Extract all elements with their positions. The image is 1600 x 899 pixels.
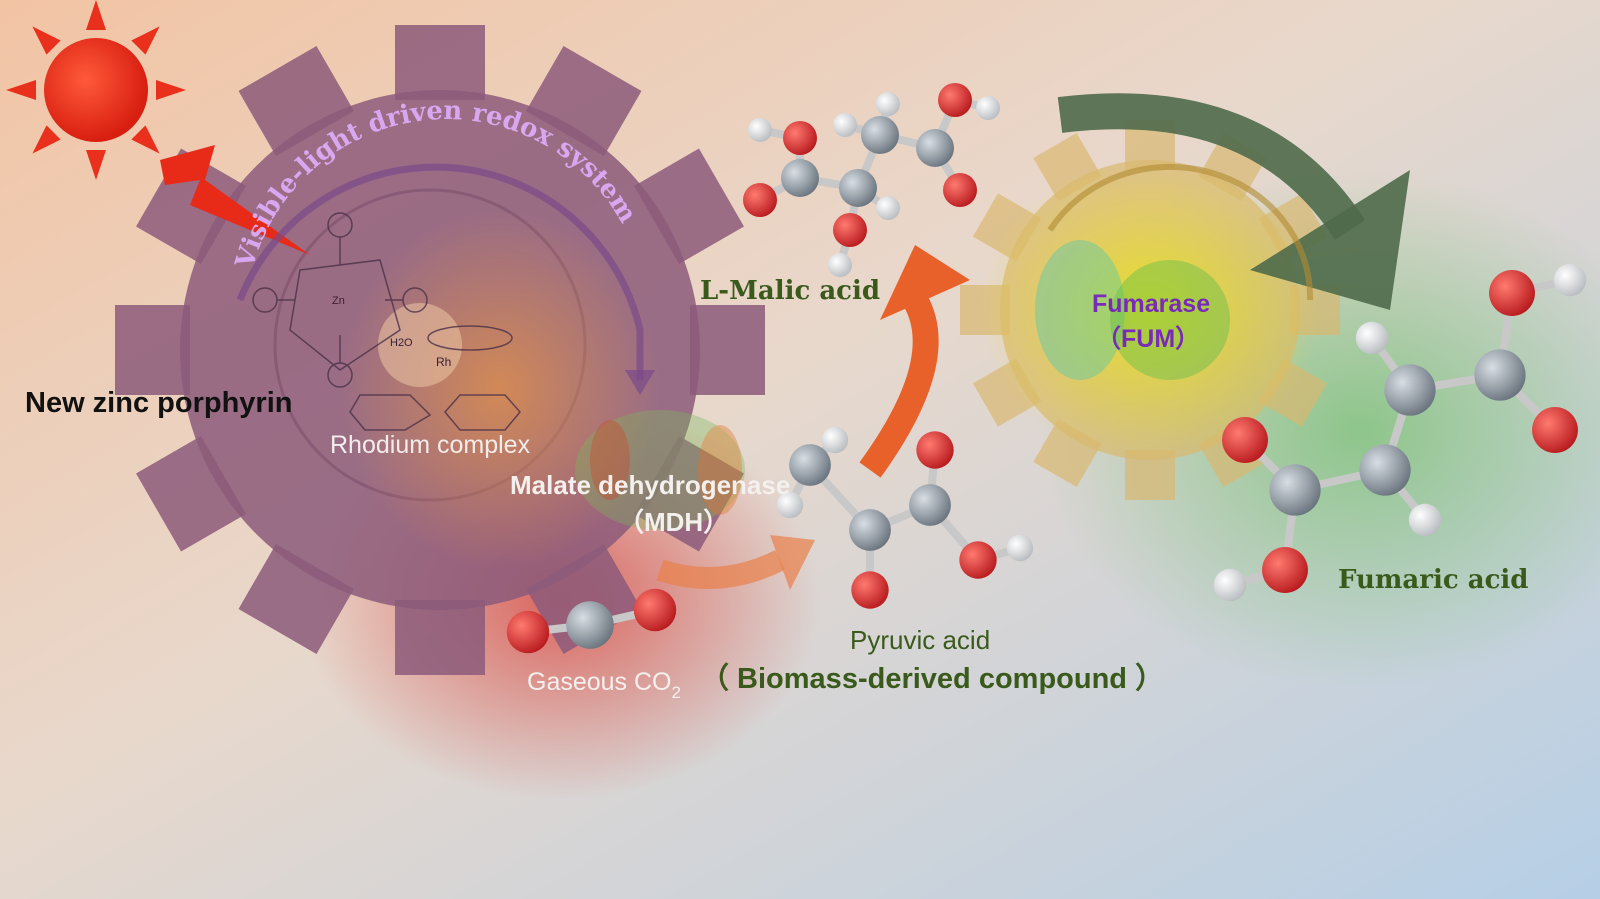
atom-o [506, 610, 550, 654]
atom-c [1474, 349, 1526, 401]
fumaric-arrow [1057, 93, 1366, 240]
fumaric-acid-molecule [1213, 263, 1587, 602]
mdh-protein-icon [575, 410, 745, 530]
atom-c [1269, 464, 1321, 516]
atom-o [851, 571, 889, 609]
gear-tooth [136, 148, 246, 264]
co2-label: Gaseous CO2 [527, 668, 681, 702]
atom-h [833, 113, 857, 137]
rh-atom-label: Rh [436, 355, 451, 369]
fumaric-arrow-head [1250, 170, 1410, 310]
gear-tooth [238, 46, 354, 156]
atom-c [1359, 444, 1411, 496]
gear-tooth [238, 544, 354, 654]
atom-c [1384, 364, 1436, 416]
fumarase-label: Fumarase [1092, 290, 1210, 318]
sun-ray [32, 125, 61, 154]
atom-h [1006, 534, 1034, 562]
atom-o [743, 183, 777, 217]
malic-acid-label: L-Malic acid [700, 276, 880, 306]
gear-tooth [395, 600, 485, 675]
atom-o [938, 83, 972, 117]
atom-c [781, 159, 819, 197]
atom-h [1408, 503, 1442, 537]
atom-o [1489, 270, 1535, 316]
sun-ray [32, 26, 61, 55]
lightning-bolt-icon [160, 145, 310, 255]
pyruvic-acid-molecule [776, 426, 1034, 609]
atom-h [876, 92, 900, 116]
atom-h [976, 96, 1000, 120]
atom-o [959, 541, 997, 579]
gear-tooth [395, 25, 485, 100]
atom-c [839, 169, 877, 207]
co2-molecule [506, 588, 677, 654]
yellow-glow [980, 160, 1320, 460]
atom-h [828, 253, 852, 277]
atom-c [849, 509, 891, 551]
gear-tooth [634, 436, 744, 552]
gear-tooth [115, 305, 190, 395]
redox-arrow-head [625, 370, 655, 395]
zn-atom-label: Zn [332, 295, 345, 307]
atom-c [916, 129, 954, 167]
rhodium-complex-label: Rhodium complex [330, 431, 531, 459]
sun-ray [86, 0, 106, 30]
sun-ray [131, 26, 160, 55]
orange-glow [340, 210, 660, 570]
atom-o [1532, 407, 1578, 453]
atom-h [748, 118, 772, 142]
co2-arrow [656, 550, 785, 589]
atom-o [1262, 547, 1308, 593]
sun-ray [6, 80, 36, 100]
fumarase-abbr-label: （FUM） [1096, 324, 1200, 353]
atom-c [789, 444, 831, 486]
atom-c [566, 601, 614, 649]
atom-c [909, 484, 951, 526]
sun-ray [86, 150, 106, 180]
atom-o [943, 173, 977, 207]
sun-ray [131, 125, 160, 154]
zinc-porphyrin-structure [252, 212, 521, 431]
atom-o [916, 431, 954, 469]
atom-h [876, 196, 900, 220]
biomass-label: （ Biomass-derived compound ） [700, 662, 1164, 695]
malic-arrow [859, 293, 939, 478]
co2-arrow-head [770, 535, 815, 590]
gear-tooth [526, 46, 642, 156]
pyruvic-acid-label: Pyruvic acid [850, 625, 990, 655]
mdh-label: Malate dehydrogenase [510, 470, 790, 500]
atom-h [776, 491, 804, 519]
h2o-label: H2O [390, 337, 413, 349]
sun-icon [6, 0, 186, 180]
fumarase-protein-icon [1035, 240, 1230, 380]
mdh-abbr-label: （MDH） [618, 507, 729, 537]
atom-h [1355, 321, 1389, 355]
atom-h [821, 426, 849, 454]
atom-o [783, 121, 817, 155]
atom-c [861, 116, 899, 154]
atom-o [1222, 417, 1268, 463]
atom-h [1553, 263, 1587, 297]
redox-arc-arrow [236, 163, 644, 380]
atom-h [1213, 568, 1247, 602]
gear-tooth [690, 305, 765, 395]
atom-o [833, 213, 867, 247]
atom-o [633, 588, 677, 632]
sun-ray [156, 80, 186, 100]
gear-tooth [136, 436, 246, 552]
zinc-porphyrin-label: New zinc porphyrin [25, 387, 292, 419]
malic-acid-molecule [743, 83, 1000, 277]
fumaric-acid-label: Fumaric acid [1338, 565, 1528, 595]
fumarase-cycle-arrow [1047, 163, 1314, 301]
malic-arrow-head [880, 245, 970, 320]
gear-tooth [634, 148, 744, 264]
